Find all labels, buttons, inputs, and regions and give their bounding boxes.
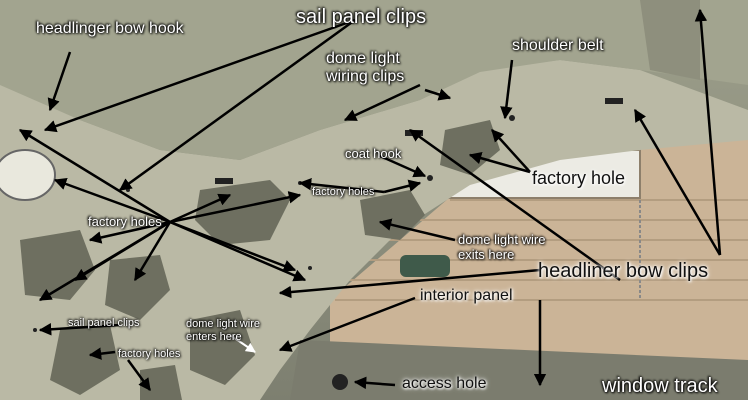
label-factory-holes-low: factory holes (118, 348, 181, 360)
label-sail-panel-clips-low: sail panel clips (68, 317, 140, 329)
label-window-track: window track (602, 375, 718, 397)
label-sail-panel-clips: sail panel clips (296, 6, 427, 28)
label-access-hole: access hole (402, 375, 487, 392)
annotation-arrows (18, 8, 722, 392)
label-dome-light-wiring-clips: dome light wiring clips (326, 50, 405, 86)
label-shoulder-belt: shoulder belt (512, 37, 604, 54)
label-interior-panel: interior panel (420, 287, 513, 304)
label-factory-holes-mid: factory holes (312, 186, 375, 198)
label-factory-hole: factory hole (532, 168, 626, 188)
label-headliner-bow-hook: headlinger bow hook (36, 20, 184, 37)
label-factory-holes-left: factory holes (88, 214, 162, 229)
label-dome-light-wire-exits: dome light wire exits here (458, 232, 546, 262)
rear-window-view (330, 120, 748, 400)
label-coat-hook: coat hook (345, 146, 402, 161)
label-dome-light-wire-enters: dome light wire enters here (186, 318, 260, 343)
annotation-arrows-white (229, 334, 256, 353)
label-headliner-bow-clips: headliner bow clips (538, 260, 709, 282)
